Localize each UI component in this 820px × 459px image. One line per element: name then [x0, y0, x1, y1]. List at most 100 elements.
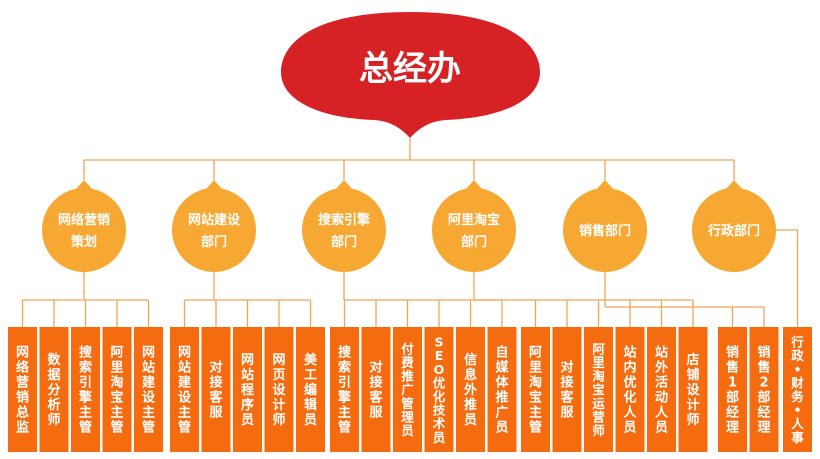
leaf-node-box: [170, 327, 199, 452]
department-node-tip: [725, 180, 743, 190]
leaf-nodes: 网络营销总监 数据分析师 搜索引擎主管 阿里淘宝主管 网站建设主管 网站建设主管 对接客服 网…: [8, 327, 812, 452]
leaf-node-box: [361, 327, 391, 452]
leaf-node: 付费推广管理员: [393, 327, 422, 452]
department-node-tip: [335, 180, 353, 190]
department-node-circle: [302, 188, 386, 272]
leaf-node: 站内优化人员: [615, 327, 645, 452]
leaf-node-box: [134, 327, 163, 452]
leaf-node-box: [330, 327, 359, 452]
leaf-node: 数据分析师: [39, 327, 69, 452]
department-node-tip: [205, 180, 223, 190]
department-node-tip: [465, 180, 483, 190]
department-node-circle: [42, 188, 126, 272]
leaf-node: 搜索引擎主管: [71, 327, 100, 452]
department-node-label: 销售部门: [579, 223, 631, 239]
leaf-node-label: 站外活动人员: [654, 345, 669, 436]
leaf-node: 对接客服: [552, 327, 582, 452]
department-node-label: 搜索引擎: [318, 212, 370, 228]
leaf-node-box: [487, 327, 517, 452]
leaf-node-label: 店铺设计师: [686, 352, 700, 428]
leaf-node: 网络营销总监: [8, 327, 37, 452]
leaf-node-label: 信息外推员: [463, 352, 477, 428]
leaf-node-label: 对接客服: [369, 360, 383, 421]
leaf-node: 搜索引擎主管: [330, 327, 359, 452]
leaf-node-box: [71, 327, 100, 452]
leaf-node-box: [456, 327, 485, 452]
leaf-node-box: [424, 327, 454, 452]
leaf-node-label: 自媒体推广员: [495, 345, 509, 436]
leaf-node: 阿里淘宝主管: [521, 327, 550, 452]
leaf-node-label: 美工编辑员: [304, 352, 318, 428]
leaf-node-box: [749, 327, 779, 452]
leaf-node-box: [718, 327, 747, 452]
leaf-node-label: 网络营销总监: [16, 346, 29, 436]
department-node-label: 部门: [201, 234, 227, 250]
leaf-node-label: 网站程序员: [241, 353, 254, 428]
department-node-label: 阿里淘宝: [448, 212, 500, 228]
department-node-circle: [172, 188, 256, 272]
leaf-node-label: 阿里淘宝主管: [110, 346, 123, 436]
leaf-node-box: [552, 327, 582, 452]
leaf-connector: [776, 229, 799, 327]
department-node-label: 部门: [331, 234, 357, 250]
department-node-label: 策划: [71, 234, 97, 250]
leaf-node: 对接客服: [201, 327, 231, 452]
leaf-node-box: [783, 327, 812, 452]
department-node-label: 行政部门: [707, 223, 760, 239]
leaf-node-label: 网站建设主管: [142, 346, 156, 436]
leaf-node-label: 网页设计师: [272, 353, 286, 428]
leaf-node-box: [102, 327, 132, 452]
leaf-node-label: 付费推广管理员: [401, 341, 414, 438]
leaf-node: 站外活动人员: [647, 327, 676, 452]
department-nodes: 网络营销策划网站建设部门搜索引擎部门阿里淘宝部门销售部门行政部门: [42, 180, 776, 272]
leaf-node: 网站建设主管: [134, 327, 163, 452]
department-node-label: 网络营销: [58, 212, 110, 228]
leaf-node-label: 站内优化人员: [623, 345, 637, 436]
department-node-label: 网站建设: [188, 212, 241, 228]
root-node-bubble: [281, 12, 540, 138]
leaf-node: 网页设计师: [264, 327, 294, 452]
leaf-node: 店铺设计师: [678, 327, 708, 452]
leaf-node: 阿里淘宝主管: [102, 327, 132, 452]
leaf-node-label: 数据分析师: [47, 352, 61, 428]
leaf-node-box: [264, 327, 294, 452]
leaf-node: 阿里淘宝运营师: [584, 327, 613, 452]
root-node-label: 总经办: [359, 49, 461, 89]
leaf-node-label: 对接客服: [209, 360, 223, 421]
leaf-node-label: 网站建设主管: [178, 346, 192, 436]
leaf-node-box: [521, 327, 550, 452]
department-node-circle: [563, 188, 647, 272]
connector-lines: [21, 138, 799, 327]
leaf-node: 信息外推员: [456, 327, 485, 452]
root-node: 总经办: [281, 12, 540, 138]
department-node-circle: [692, 188, 776, 272]
leaf-node-box: [647, 327, 676, 452]
leaf-node-box: [8, 327, 37, 452]
leaf-node: 网站建设主管: [170, 327, 199, 452]
leaf-node-box: [296, 327, 325, 452]
leaf-node: 网站程序员: [233, 327, 262, 452]
leaf-node-box: [393, 327, 422, 452]
leaf-node: 自媒体推广员: [487, 327, 517, 452]
leaf-node-label: 阿里淘宝运营师: [592, 341, 605, 438]
leaf-node-label: 搜索引擎主管: [79, 345, 93, 436]
leaf-node: 美工编辑员: [296, 327, 325, 452]
department-node: 销售部门: [563, 180, 647, 272]
leaf-node-label: 对接客服: [560, 360, 574, 421]
department-node-tip: [596, 180, 614, 190]
leaf-node-box: [615, 327, 645, 452]
leaf-node: 行政•财务•人事: [783, 327, 812, 452]
leaf-node-box: [584, 327, 613, 452]
leaf-node-box: [201, 327, 231, 452]
department-node-tip: [75, 180, 93, 190]
leaf-node: 对接客服: [361, 327, 391, 452]
